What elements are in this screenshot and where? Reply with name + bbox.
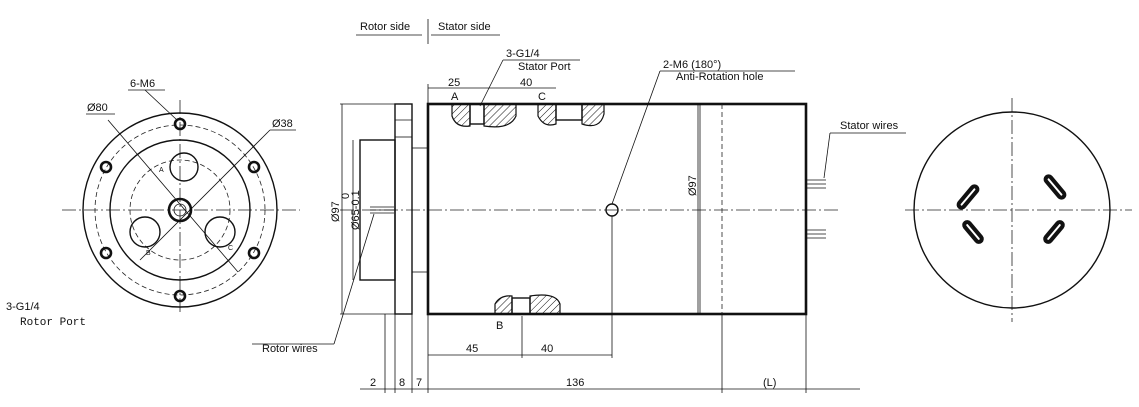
dia-38-label: Ø38 — [272, 118, 293, 130]
rotor-end-view — [62, 89, 300, 315]
rotor-side-label: Rotor side — [360, 21, 410, 33]
dim-136: 136 — [566, 377, 584, 389]
dia-97-left-label: Ø97 — [330, 201, 342, 222]
rotor-port-label: Rotor Port — [20, 317, 86, 329]
small-c-label: C — [228, 245, 233, 252]
holes-6m6-label: 6-M6 — [130, 78, 155, 90]
small-b-label: B — [146, 250, 151, 257]
stator-port-a-hatch — [483, 103, 517, 128]
stator-port-label: Stator Port — [518, 61, 571, 73]
dim-25: 25 — [448, 77, 460, 89]
m6-hole — [173, 117, 187, 131]
center-hub — [167, 197, 193, 223]
dim-40-top: 40 — [520, 77, 532, 89]
rotor-port-c — [204, 216, 236, 248]
dim-8: 8 — [399, 377, 405, 389]
m6-hole — [247, 246, 261, 260]
wire-outlet-slot — [956, 184, 980, 210]
wire-outlet-slot — [1043, 174, 1067, 200]
dim-2: 2 — [370, 377, 376, 389]
wire-outlet-slot — [1043, 220, 1065, 244]
stator-end-view — [905, 98, 1132, 322]
wire-outlet-slot — [962, 220, 984, 244]
rotor-port-size-label: 3-G1/4 — [6, 301, 40, 313]
stator-wires-label: Stator wires — [840, 120, 899, 132]
port-b-label: B — [496, 320, 503, 332]
port-a-label: A — [451, 91, 459, 103]
dim-l: (L) — [763, 377, 776, 389]
stator-port-size-label: 3-G1/4 — [506, 48, 540, 60]
dim-40-bottom: 40 — [541, 343, 553, 355]
stator-side-label: Stator side — [438, 21, 491, 33]
side-view — [252, 19, 906, 393]
rotor-port-a — [169, 152, 199, 182]
m6-hole — [99, 160, 113, 174]
anti-rotation-size-label: 2-M6 (180°) — [663, 59, 721, 71]
stator-port-b-hatch — [494, 295, 513, 315]
dia-80-label: Ø80 — [87, 102, 108, 114]
rotor-port-b — [129, 216, 161, 248]
m6-hole — [173, 289, 187, 303]
dim-7: 7 — [416, 377, 422, 389]
stator-port-c-hatch — [581, 103, 605, 127]
port-c-label: C — [538, 91, 546, 103]
dia-97-body-label: Ø97 — [687, 175, 699, 196]
anti-rotation-label: Anti-Rotation hole — [676, 71, 763, 83]
dim-45: 45 — [466, 343, 478, 355]
m6-hole — [247, 160, 261, 174]
stator-port-c-hatch — [537, 103, 557, 126]
dia-65-label: Ø65-0.1 — [350, 190, 362, 230]
zero-label: 0 — [340, 193, 352, 199]
rotor-wires-label: Rotor wires — [262, 343, 318, 355]
m6-hole — [99, 246, 113, 260]
stator-port-a-hatch — [451, 103, 471, 127]
small-a-label: A — [159, 167, 164, 174]
stator-port-b-hatch — [529, 294, 561, 315]
